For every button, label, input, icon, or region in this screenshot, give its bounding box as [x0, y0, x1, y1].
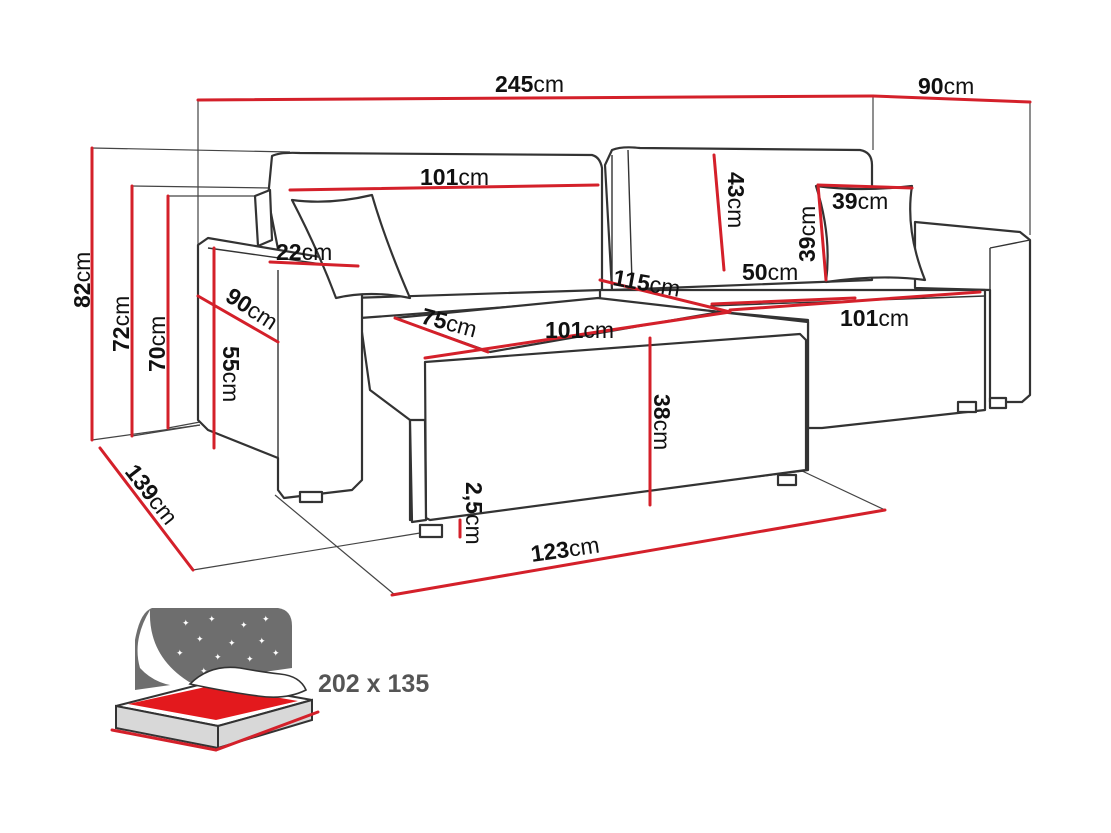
svg-text:✦: ✦	[228, 639, 236, 649]
svg-text:✦: ✦	[262, 615, 270, 625]
svg-text:✦: ✦	[182, 619, 190, 629]
sleeping-area-size: 202 x 135	[318, 670, 429, 698]
label-back-height-inner: 70cm	[144, 316, 170, 372]
dim-line-side-depth	[98, 446, 195, 572]
label-armrest-height: 55cm	[218, 346, 244, 402]
label-chaise-length: 123cm	[529, 532, 601, 567]
label-leg-height: 2,5cm	[461, 482, 487, 545]
label-chaise-seat-width: 101cm	[840, 305, 909, 331]
stars-icon: ✦ ✦ ✦ ✦ ✦ ✦ ✦ ✦ ✦ ✦ ✦ ✦	[176, 615, 280, 677]
svg-text:✦: ✦	[176, 649, 184, 659]
label-back-cushion-height: 43cm	[723, 172, 749, 228]
svg-text:✦: ✦	[196, 635, 204, 645]
moon-icon	[137, 610, 196, 687]
svg-text:✦: ✦	[240, 621, 248, 631]
sleep-function-icon: ✦ ✦ ✦ ✦ ✦ ✦ ✦ ✦ ✦ ✦ ✦ ✦ 202 x 135	[110, 608, 429, 752]
dim-line-armrest-depth	[196, 294, 280, 344]
svg-text:✦: ✦	[272, 649, 280, 659]
leg-left	[298, 490, 324, 504]
chaise-front-panel	[408, 418, 428, 524]
dim-line-total-width	[196, 94, 875, 102]
dim-line-seat-depth-front	[393, 316, 490, 354]
leg-right	[956, 400, 978, 414]
dim-line-back-cushion-height	[712, 153, 726, 272]
label-chaise-front-height: 38cm	[649, 394, 675, 450]
dim-line-back-cushion-width	[288, 183, 600, 192]
back-left-side	[253, 188, 274, 248]
svg-text:✦: ✦	[246, 655, 254, 665]
dim-line-chaise-depth	[871, 94, 1032, 104]
label-seat-depth-chaise: 50cm	[742, 259, 798, 285]
right-armrest-inner	[989, 239, 1031, 402]
label-back-cushion-width: 101cm	[420, 164, 489, 190]
bed-arrow-length	[110, 728, 218, 752]
svg-text:✦: ✦	[200, 667, 208, 677]
dim-line-chaise-length	[390, 508, 887, 597]
dim-line-seat-width-front	[423, 310, 732, 360]
leg-front-right	[776, 473, 798, 487]
label-seat-width-front: 101cm	[545, 317, 614, 343]
svg-text:✦: ✦	[214, 653, 222, 663]
dimension-labels: 245cm 90cm 101cm 43cm 39cm 39cm 22cm 90c…	[69, 71, 974, 567]
label-chaise-depth: 90cm	[918, 73, 974, 99]
label-back-height: 72cm	[108, 296, 134, 352]
label-total-height: 82cm	[69, 252, 95, 308]
label-total-width: 245cm	[495, 71, 564, 97]
label-pillow-width: 39cm	[832, 188, 888, 214]
leg-right-2	[988, 396, 1008, 410]
dim-line-seat-depth-middle	[598, 278, 732, 314]
label-side-depth: 139cm	[120, 459, 183, 529]
backrest-right	[603, 146, 874, 292]
svg-text:✦: ✦	[258, 637, 266, 647]
label-armrest-width: 22cm	[276, 239, 332, 265]
guide-lines	[91, 95, 1031, 596]
right-armrest	[913, 220, 1032, 404]
dim-line-seat-depth-chaise	[710, 296, 857, 306]
svg-text:✦: ✦	[208, 615, 216, 625]
label-pillow-height: 39cm	[794, 206, 820, 262]
leg-front-left	[418, 523, 444, 539]
bed-arrow-width	[214, 710, 320, 752]
label-seat-depth-middle: 115cm	[611, 264, 682, 301]
dim-line-pillow-height	[816, 183, 828, 282]
duvet-icon	[188, 666, 308, 698]
dim-line-armrest-width	[268, 260, 360, 268]
dim-line-pillow-width	[816, 183, 914, 190]
dim-line-chaise-seat-width	[728, 290, 982, 312]
back-divider	[611, 149, 633, 288]
dimension-lines	[90, 94, 1032, 597]
